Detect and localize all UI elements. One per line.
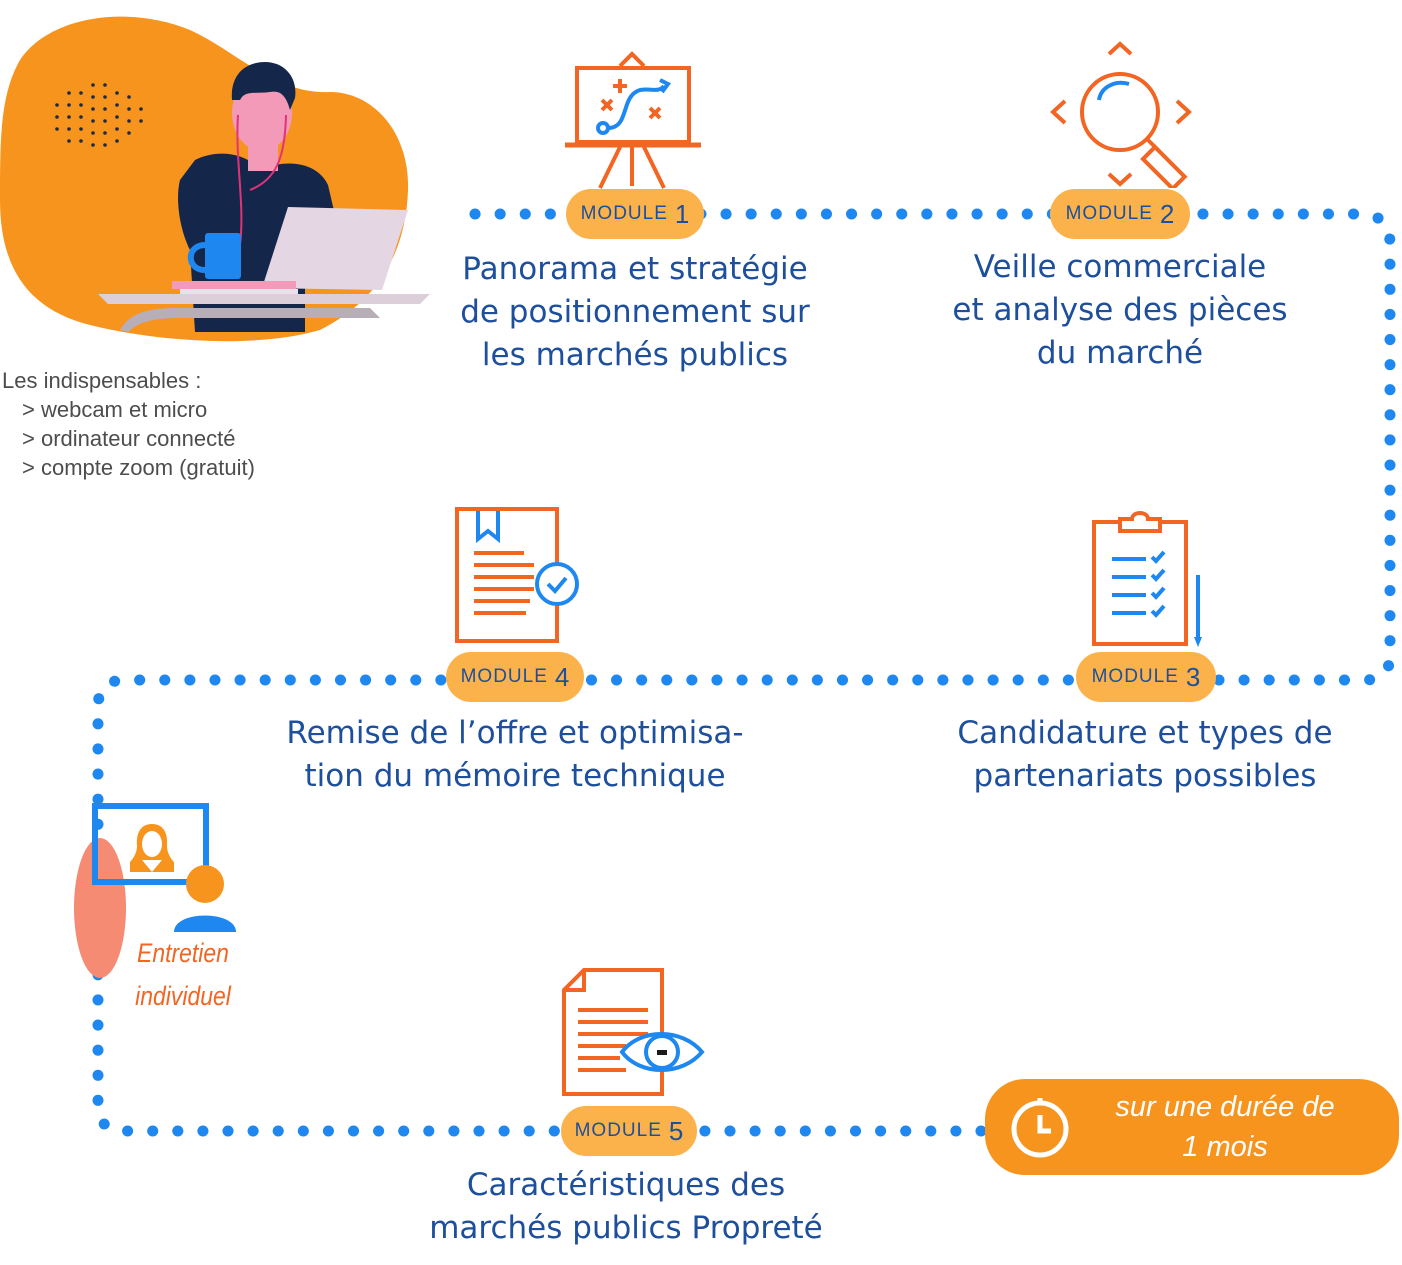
document-eye-icon [562,968,705,1096]
requirements-heading: Les indispensables : [2,368,202,393]
module-word: MODULE [574,1120,662,1141]
interview-label-line: Entretien [137,938,229,968]
requirement-item: > webcam et micro [22,397,208,422]
module-title-line: Panorama et stratégie [462,251,808,287]
duration-line: sur une durée de [1115,1091,1335,1123]
module-word: MODULE [1091,666,1179,687]
video-call-icon [74,803,236,978]
module-number: 3 [1185,661,1201,692]
module-title-line: Candidature et types de [957,715,1333,751]
requirement-item: > ordinateur connecté [22,426,236,451]
module-5-title: Caractéristiques des marchés publics Pro… [386,1164,866,1250]
module-title-line: et analyse des pièces [952,292,1288,328]
strategy-board-icon [565,51,701,189]
module-1-title: Panorama et stratégie de positionnement … [400,248,870,377]
module-3-title: Candidature et types de partenariats pos… [910,712,1380,798]
module-title-line: les marchés publics [481,337,789,373]
module-word: MODULE [1065,203,1153,224]
module-title-line: partenariats possibles [973,758,1317,794]
requirements-list: Les indispensables : > webcam et micro >… [2,366,255,482]
module-4-title: Remise de l’offre et optimisa- tion du m… [250,712,780,798]
clock-icon [1011,1098,1069,1158]
module-number: 2 [1159,198,1175,229]
document-check-icon [455,507,579,643]
duration-pill: sur une durée de 1 mois [985,1079,1399,1175]
interview-label-line: individuel [135,981,231,1011]
magnifier-icon [1050,41,1192,188]
module-title-line: marchés publics Propreté [429,1210,823,1246]
module-title-line: du marché [1036,335,1204,371]
module-number: 1 [674,198,690,229]
module-1-badge: MODULE 1 [566,189,704,239]
module-2-title: Veille commerciale et analyse des pièces… [890,246,1350,375]
module-3-badge: MODULE 3 [1076,652,1216,702]
module-title-line: Remise de l’offre et optimisa- [286,715,744,751]
module-number: 4 [554,661,570,692]
person-at-laptop-illustration [0,16,430,342]
module-2-badge: MODULE 2 [1050,189,1190,239]
duration-line: 1 mois [1182,1131,1268,1163]
module-word: MODULE [460,666,548,687]
module-title-line: Caractéristiques des [466,1167,786,1203]
module-title-line: de positionnement sur [460,294,810,330]
module-word: MODULE [580,203,668,224]
module-title-line: Veille commerciale [973,249,1267,285]
requirement-item: > compte zoom (gratuit) [22,455,255,480]
checklist-clipboard-icon [1092,511,1202,647]
module-5-badge: MODULE 5 [561,1106,697,1156]
module-number: 5 [668,1115,684,1146]
module-title-line: tion du mémoire technique [304,758,726,794]
module-4-badge: MODULE 4 [446,652,584,702]
interview-label: Entretien individuel [128,932,239,1018]
duration-text: sur une durée de 1 mois [1055,1087,1395,1167]
